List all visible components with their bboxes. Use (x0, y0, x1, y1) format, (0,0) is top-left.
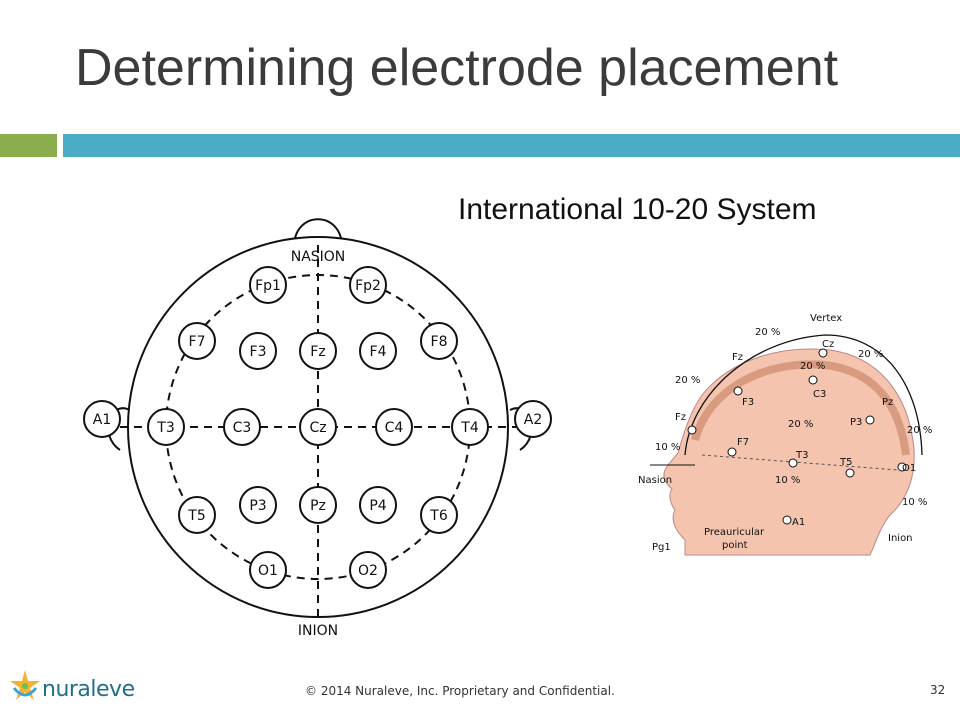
electrode-fp1: Fp1 (249, 266, 287, 304)
svg-text:Pz: Pz (310, 498, 326, 514)
inion-label: INION (298, 623, 338, 639)
electrode-t3: T3 (147, 408, 185, 446)
nose-outline (293, 218, 343, 248)
electrode-pz: Pz (299, 486, 337, 524)
slide-subtitle: International 10-20 System (458, 193, 817, 226)
svg-text:O2: O2 (358, 563, 378, 579)
skull-band (691, 360, 910, 456)
side-nasion-label: Nasion (638, 475, 672, 486)
svg-text:F4: F4 (370, 344, 387, 360)
point-t3 (788, 458, 798, 468)
svg-text:C4: C4 (385, 420, 404, 436)
electrode-c3: C3 (223, 408, 261, 446)
page-number: 32 (930, 683, 946, 697)
pct-label-6: 20 % (907, 425, 932, 436)
pct-label-7: 10 % (655, 442, 680, 453)
preauricular-label-2: point (722, 540, 748, 551)
electrode-f3: F3 (239, 332, 277, 370)
head-silhouette (663, 348, 915, 556)
electrode-t6: T6 (420, 496, 458, 534)
nasion-label: NASION (291, 249, 346, 265)
svg-text:Fz: Fz (310, 344, 325, 360)
svg-text:F7: F7 (189, 334, 206, 350)
label-t3: T3 (795, 450, 808, 461)
electrode-c4: C4 (375, 408, 413, 446)
electrode-map-diagram: NASION INION Fp1 Fp2 F7 F3 Fz F4 F8 A1 T… (83, 218, 552, 639)
svg-text:O1: O1 (258, 563, 278, 579)
side-inion-label: Inion (888, 533, 913, 544)
label-f7: F7 (737, 437, 749, 448)
svg-text:Fp1: Fp1 (255, 278, 281, 294)
svg-text:P3: P3 (249, 498, 266, 514)
svg-text:P4: P4 (369, 498, 386, 514)
svg-text:F8: F8 (431, 334, 448, 350)
svg-text:T5: T5 (187, 508, 205, 524)
label-fpz: Fz (675, 412, 686, 423)
accent-bar-blue (63, 134, 960, 157)
electrode-t5: T5 (178, 496, 216, 534)
pct-label-2: 20 % (858, 349, 883, 360)
side-view-diagram: Vertex 20 % 20 % 20 % 20 % 20 % 20 % 10 … (638, 313, 932, 556)
electrode-cz: Cz (299, 408, 337, 446)
label-pg1: Pg1 (652, 542, 671, 553)
horizontal-guide (701, 454, 899, 471)
point-f3 (733, 386, 743, 396)
point-p3 (865, 415, 875, 425)
electrode-t4: T4 (451, 408, 489, 446)
label-t5: T5 (839, 457, 852, 468)
electrode-f7: F7 (178, 322, 216, 360)
label-fz: Fz (732, 352, 743, 363)
pct-label-3: 20 % (800, 361, 825, 372)
electrode-fz: Fz (299, 332, 337, 370)
point-t5 (845, 468, 855, 478)
svg-text:C3: C3 (233, 420, 252, 436)
pct-label-4: 20 % (675, 375, 700, 386)
pct-label-9: 10 % (902, 497, 927, 508)
copyright-text: © 2014 Nuraleve, Inc. Proprietary and Co… (305, 684, 615, 698)
label-f3: F3 (742, 397, 754, 408)
label-c3: C3 (813, 389, 826, 400)
accent-bar-green (0, 134, 57, 157)
point-f7 (727, 447, 737, 457)
measurement-arc (684, 334, 923, 456)
svg-text:F3: F3 (250, 344, 267, 360)
vertex-label: Vertex (810, 313, 842, 324)
pct-label-8: 10 % (775, 475, 800, 486)
electrode-fp2: Fp2 (349, 266, 387, 304)
electrode-o2: O2 (349, 551, 387, 589)
svg-text:Fp2: Fp2 (355, 278, 381, 294)
svg-text:A1: A1 (93, 412, 111, 428)
svg-text:T6: T6 (429, 508, 448, 524)
svg-text:T4: T4 (460, 420, 479, 436)
electrode-f8: F8 (420, 322, 458, 360)
label-p3: P3 (850, 417, 862, 428)
electrode-o1: O1 (249, 551, 287, 589)
nuraleve-logo-icon (10, 670, 40, 700)
preauricular-label-1: Preauricular (704, 527, 765, 538)
svg-text:Cz: Cz (309, 420, 326, 436)
pct-label-5: 20 % (788, 419, 813, 430)
svg-text:A2: A2 (524, 412, 542, 428)
svg-text:T3: T3 (156, 420, 174, 436)
label-pz: Pz (882, 397, 893, 408)
point-o1 (897, 462, 907, 472)
electrode-f4: F4 (359, 332, 397, 370)
brand-name: nuraleve (42, 677, 135, 702)
label-o1: O1 (902, 463, 916, 474)
pct-label-1: 20 % (755, 327, 780, 338)
point-a1 (782, 515, 792, 525)
electrode-p4: P4 (359, 486, 397, 524)
slide-title: Determining electrode placement (75, 39, 839, 97)
electrode-a1: A1 (83, 400, 121, 438)
electrode-p3: P3 (239, 486, 277, 524)
point-c3 (808, 375, 818, 385)
electrode-a2: A2 (514, 400, 552, 438)
point-cz (818, 348, 828, 358)
label-a1: A1 (792, 517, 805, 528)
label-cz: Cz (822, 339, 834, 350)
point-fpz (687, 425, 697, 435)
